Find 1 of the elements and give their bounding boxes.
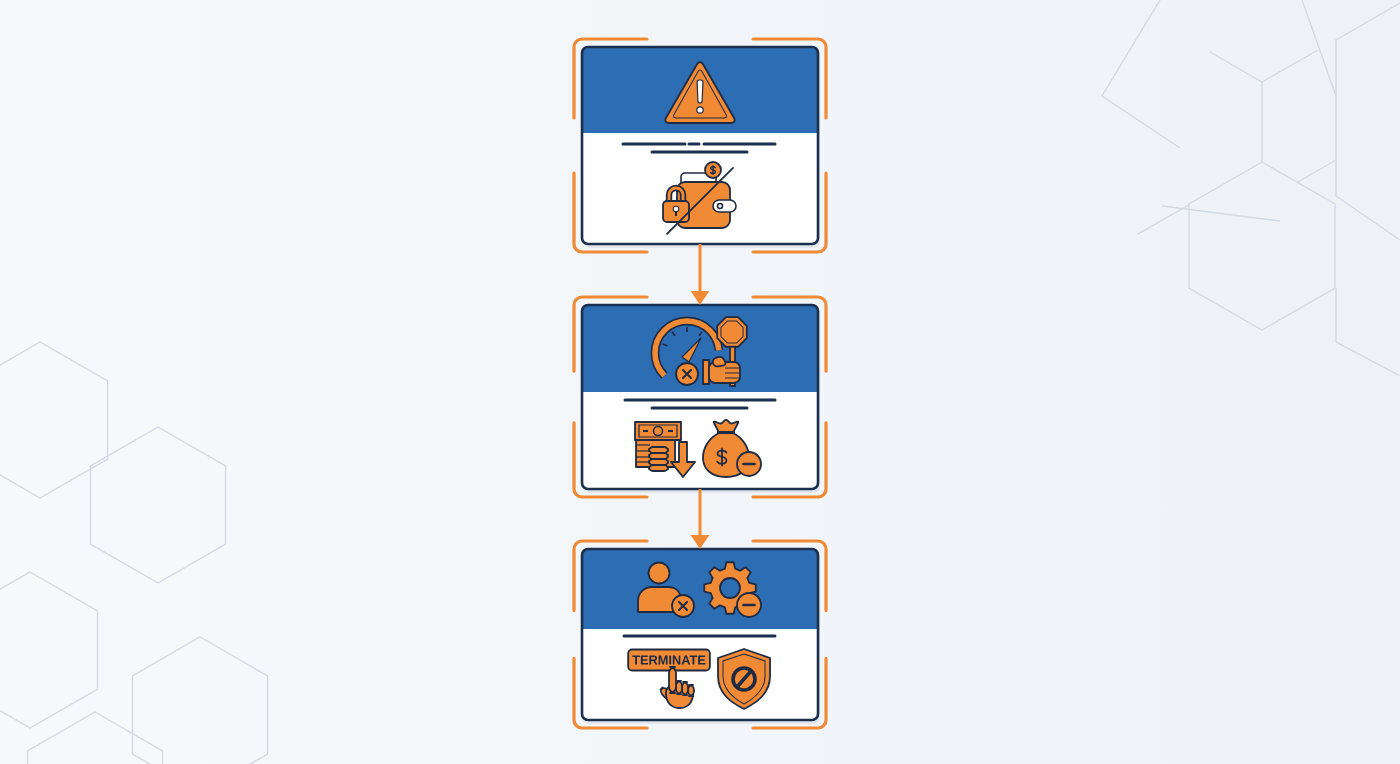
terminate-button: TERMINATE <box>627 648 711 672</box>
